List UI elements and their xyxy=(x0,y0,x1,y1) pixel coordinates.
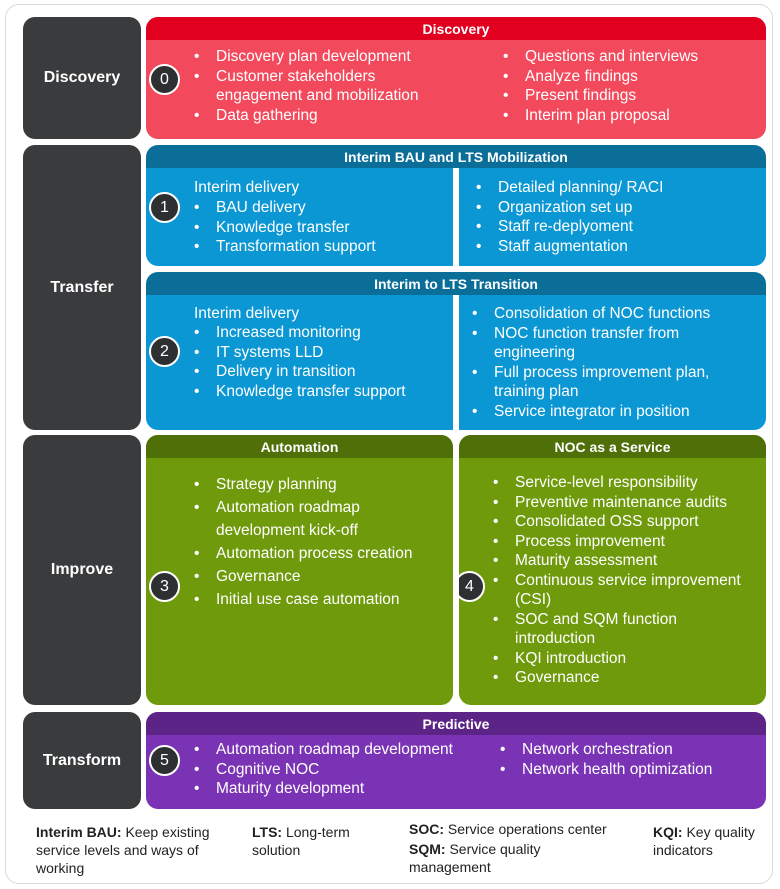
transition-lead: Interim delivery xyxy=(194,305,300,322)
list-item: Increased monitoring xyxy=(194,323,444,343)
phase-label-transform: Transform xyxy=(23,712,141,809)
predictive-header: Predictive xyxy=(146,712,766,735)
legend-term: SQM: xyxy=(409,841,446,857)
discovery-panel: Discovery 0 Discovery plan development C… xyxy=(146,17,766,139)
legend-definition: Service quality management xyxy=(409,841,541,875)
transition-left-panel: 2 Interim delivery Increased monitoring … xyxy=(146,295,453,430)
transition-right-panel: Consolidation of NOC functions NOC funct… xyxy=(459,295,766,430)
list-item: Consolidation of NOC functions xyxy=(472,304,752,324)
mobilization-right-list: Detailed planning/ RACI Organization set… xyxy=(476,178,756,256)
list-item: Continuous service improvement (CSI) xyxy=(493,571,758,610)
legend-soc: SOC: Service operations center xyxy=(409,820,639,838)
list-item: KQI introduction xyxy=(493,649,758,669)
list-item: Consolidated OSS support xyxy=(493,512,758,532)
list-item: NOC function transfer from engineering xyxy=(472,324,752,363)
list-item: Transformation support xyxy=(194,237,444,257)
predictive-right-list: Network orchestration Network health opt… xyxy=(500,740,750,779)
list-item: Governance xyxy=(493,668,758,688)
mobilization-left-panel: 1 Interim delivery BAU delivery Knowledg… xyxy=(146,168,453,266)
legend-term: LTS: xyxy=(252,824,283,840)
list-item: Present findings xyxy=(503,86,743,106)
list-item: Automation roadmap development kick-off xyxy=(194,496,424,542)
list-item: Questions and interviews xyxy=(503,47,743,67)
legend-bau: Interim BAU: Keep existing service level… xyxy=(36,823,221,877)
legend-definition: Long-term solution xyxy=(252,824,350,858)
legend-kqi: KQI: Key quality indicators xyxy=(653,823,768,859)
list-item: Customer stakeholders engagement and mob… xyxy=(194,67,454,106)
predictive-left-list: Automation roadmap development Cognitive… xyxy=(194,740,494,799)
list-item: Discovery plan development xyxy=(194,47,454,67)
discovery-left-list: Discovery plan development Customer stak… xyxy=(194,47,454,125)
list-item: Full process improvement plan, training … xyxy=(472,363,752,402)
step-badge-2: 2 xyxy=(149,336,180,367)
transition-left-list: Increased monitoring IT systems LLD Deli… xyxy=(194,323,444,401)
list-item: SOC and SQM function introduction xyxy=(493,610,758,649)
step-badge-3: 3 xyxy=(149,571,180,602)
noc-header: NOC as a Service xyxy=(459,435,766,458)
legend-sqm: SQM: Service quality management xyxy=(409,840,584,876)
mobilization-lead: Interim delivery xyxy=(194,179,300,196)
automation-header: Automation xyxy=(146,435,453,458)
legend-lts: LTS: Long-term solution xyxy=(252,823,382,859)
list-item: Maturity development xyxy=(194,779,494,799)
transition-header: Interim to LTS Transition xyxy=(146,272,766,295)
list-item: Network orchestration xyxy=(500,740,750,760)
mobilization-left-list: BAU delivery Knowledge transfer Transfor… xyxy=(194,198,444,257)
list-item: Data gathering xyxy=(194,106,454,126)
list-item: Knowledge transfer xyxy=(194,218,444,238)
discovery-right-list: Questions and interviews Analyze finding… xyxy=(503,47,743,125)
step-badge-4: 4 xyxy=(459,571,485,602)
mobilization-header: Interim BAU and LTS Mobilization xyxy=(146,145,766,168)
list-item: Detailed planning/ RACI xyxy=(476,178,756,198)
list-item: Process improvement xyxy=(493,532,758,552)
predictive-panel: Predictive 5 Automation roadmap developm… xyxy=(146,712,766,809)
list-item: Initial use case automation xyxy=(194,588,424,611)
list-item: Organization set up xyxy=(476,198,756,218)
list-item: Service-level responsibility xyxy=(493,473,758,493)
legend-definition: Key quality indicators xyxy=(653,824,755,858)
phase-label-improve: Improve xyxy=(23,435,141,705)
step-badge-0: 0 xyxy=(149,64,180,95)
step-badge-5: 5 xyxy=(149,745,180,776)
list-item: Analyze findings xyxy=(503,67,743,87)
legend-definition: Keep existing service levels and ways of… xyxy=(36,824,210,876)
list-item: Cognitive NOC xyxy=(194,760,494,780)
list-item: Automation process creation xyxy=(194,542,424,565)
automation-list: Strategy planning Automation roadmap dev… xyxy=(194,473,424,611)
phase-label-transfer: Transfer xyxy=(23,145,141,430)
list-item: Staff augmentation xyxy=(476,237,756,257)
legend-term: KQI: xyxy=(653,824,683,840)
list-item: Staff re-deplyoment xyxy=(476,217,756,237)
legend-term: Interim BAU: xyxy=(36,824,122,840)
list-item: Delivery in transition xyxy=(194,362,444,382)
list-item: Automation roadmap development xyxy=(194,740,494,760)
list-item: Preventive maintenance audits xyxy=(493,493,758,513)
automation-panel: Automation 3 Strategy planning Automatio… xyxy=(146,435,453,705)
list-item: Knowledge transfer support xyxy=(194,382,444,402)
noc-list: Service-level responsibility Preventive … xyxy=(493,473,758,688)
step-badge-1: 1 xyxy=(149,192,180,223)
list-item: Maturity assessment xyxy=(493,551,758,571)
transition-right-list: Consolidation of NOC functions NOC funct… xyxy=(472,304,752,421)
list-item: Governance xyxy=(194,565,424,588)
discovery-header: Discovery xyxy=(146,17,766,40)
mobilization-right-panel: Detailed planning/ RACI Organization set… xyxy=(459,168,766,266)
list-item: IT systems LLD xyxy=(194,343,444,363)
list-item: Interim plan proposal xyxy=(503,106,743,126)
phase-label-discovery: Discovery xyxy=(23,17,141,139)
list-item: Service integrator in position xyxy=(472,402,752,422)
list-item: BAU delivery xyxy=(194,198,444,218)
list-item: Network health optimization xyxy=(500,760,750,780)
legend-definition: Service operations center xyxy=(447,821,607,837)
noc-panel: NOC as a Service 4 Service-level respons… xyxy=(459,435,766,705)
legend-term: SOC: xyxy=(409,821,444,837)
list-item: Strategy planning xyxy=(194,473,424,496)
